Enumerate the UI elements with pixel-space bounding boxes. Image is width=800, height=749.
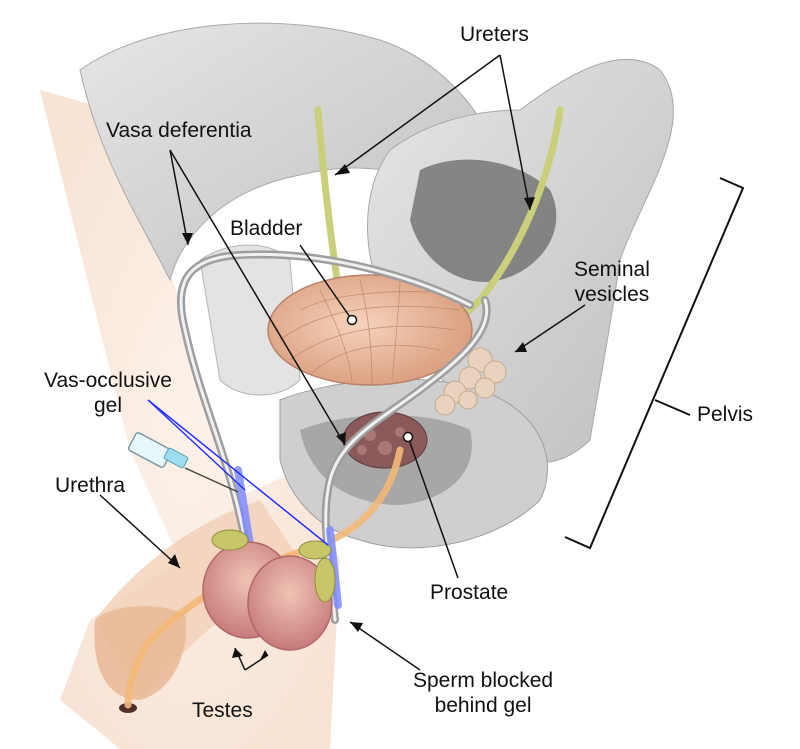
label-seminal-line2: vesicles <box>574 283 650 306</box>
label-pointer-lines <box>99 54 586 671</box>
pointer-vasa-right <box>169 149 346 446</box>
pointer-arrowheads <box>168 164 535 660</box>
label-pelvis: Pelvis <box>697 403 754 426</box>
pointer-seminal <box>514 304 586 353</box>
label-ureters: Ureters <box>460 23 529 46</box>
pointer-ureters-right <box>499 54 531 211</box>
pointer-vasa-left <box>169 149 189 246</box>
prostate-marker-dot <box>402 431 414 443</box>
vas-deferens-right-highlight <box>324 298 489 622</box>
label-seminal-line1: Seminal <box>574 258 650 281</box>
pelvis-bracket <box>564 177 745 550</box>
gel-pointer-lines <box>147 399 329 546</box>
label-urethra: Urethra <box>55 474 126 497</box>
bladder-vessels <box>279 279 461 386</box>
label-testes: Testes <box>192 699 253 722</box>
vas-deferens-left-highlight <box>179 252 472 542</box>
bladder-marker-dot <box>346 314 358 326</box>
pointer-urethra <box>99 494 181 569</box>
label-prostate: Prostate <box>430 581 509 604</box>
label-gel-line1: Vas-occlusive <box>44 369 172 392</box>
pointer-ureters-left <box>334 54 501 176</box>
pointer-prostate <box>407 436 459 579</box>
label-sperm-line2: behind gel <box>434 694 532 717</box>
gel-segment-right <box>326 526 342 609</box>
label-bladder: Bladder <box>230 217 303 240</box>
obturator-foramen-right <box>410 159 557 282</box>
label-seminal-vesicles: Seminal vesicles <box>574 257 650 307</box>
label-vas-occlusive-gel: Vas-occlusive gel <box>44 368 172 418</box>
ureter-left <box>314 106 344 304</box>
pointer-sperm <box>349 621 421 671</box>
seminal-vesicles-shape <box>434 347 507 416</box>
epididymis <box>211 529 336 603</box>
pointer-bladder <box>299 244 353 321</box>
label-vasa-deferentia: Vasa deferentia <box>106 119 252 142</box>
label-sperm-blocked: Sperm blocked behind gel <box>413 668 553 718</box>
pointer-testes-right <box>244 654 269 671</box>
label-gel-line2: gel <box>93 394 123 417</box>
gel-segment-left <box>234 466 254 549</box>
syringe-icon <box>127 432 239 493</box>
testis-right <box>247 555 333 651</box>
label-sperm-line1: Sperm blocked <box>413 669 554 692</box>
